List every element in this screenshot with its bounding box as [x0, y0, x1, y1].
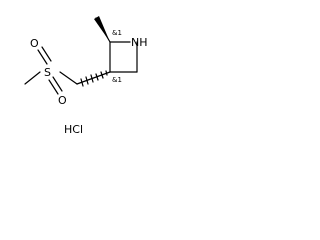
atom-label-oxygen-lower: O [58, 94, 67, 107]
wedge-bond-c2-methyl [94, 16, 110, 42]
bond-s-methyl [24, 71, 41, 85]
stereo-label-c2: &1 [112, 29, 122, 37]
salt-label: HCl [64, 123, 83, 136]
bond-c3-ch2 [76, 71, 111, 85]
hashed-bond-c3-ch2 [80, 70, 108, 87]
atom-label-nitrogen: NH [131, 36, 148, 49]
bond-s-o-upper-b [41, 46, 52, 62]
bond-s-o-upper-a [37, 49, 48, 65]
atom-label-oxygen-upper: O [30, 37, 39, 50]
bond-s-o-lower-b [52, 76, 63, 92]
stereo-label-c3: &1 [112, 76, 122, 84]
structure-diagram: NH S O O &1 &1 HCl [24, 16, 148, 136]
atom-label-sulfur: S [44, 66, 51, 79]
bond-ch2-s [59, 71, 78, 85]
bond-s-o-lower-a [48, 79, 59, 95]
